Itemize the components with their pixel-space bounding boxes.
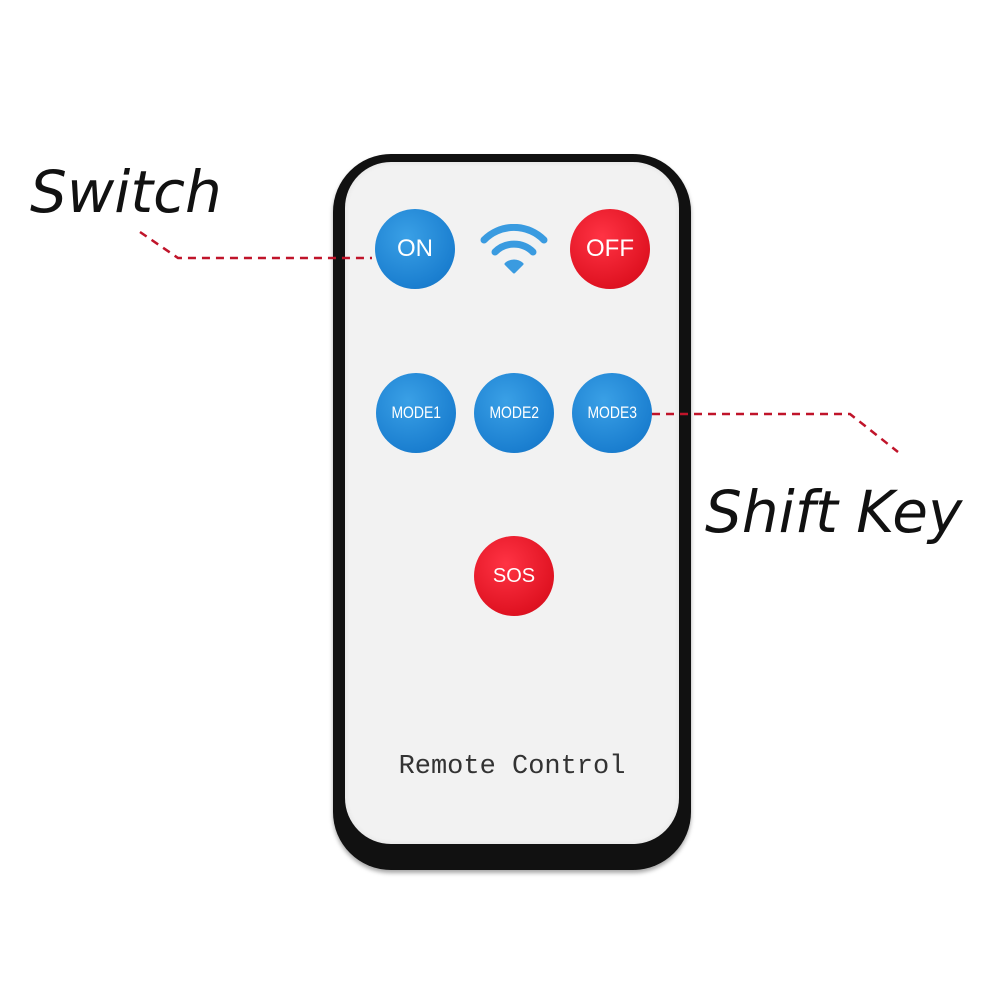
on-button-label: ON [397, 235, 433, 262]
sos-button[interactable]: SOS [474, 536, 554, 616]
wifi-signal-icon [480, 224, 548, 274]
off-button-label: OFF [586, 235, 634, 262]
switch-callout-label: Switch [30, 158, 222, 226]
mode2-button-label: MODE2 [489, 403, 539, 422]
mode3-button-label: MODE3 [587, 403, 637, 422]
mode1-button-label: MODE1 [391, 403, 441, 422]
shift-key-callout-label: Shift Key [705, 478, 963, 546]
remote-control-label: Remote Control [398, 752, 626, 782]
on-button[interactable]: ON [375, 209, 455, 289]
mode3-button[interactable]: MODE3 [572, 373, 652, 453]
off-button[interactable]: OFF [570, 209, 650, 289]
sos-button-label: SOS [492, 564, 536, 587]
mode1-button[interactable]: MODE1 [376, 373, 456, 453]
mode2-button[interactable]: MODE2 [474, 373, 554, 453]
